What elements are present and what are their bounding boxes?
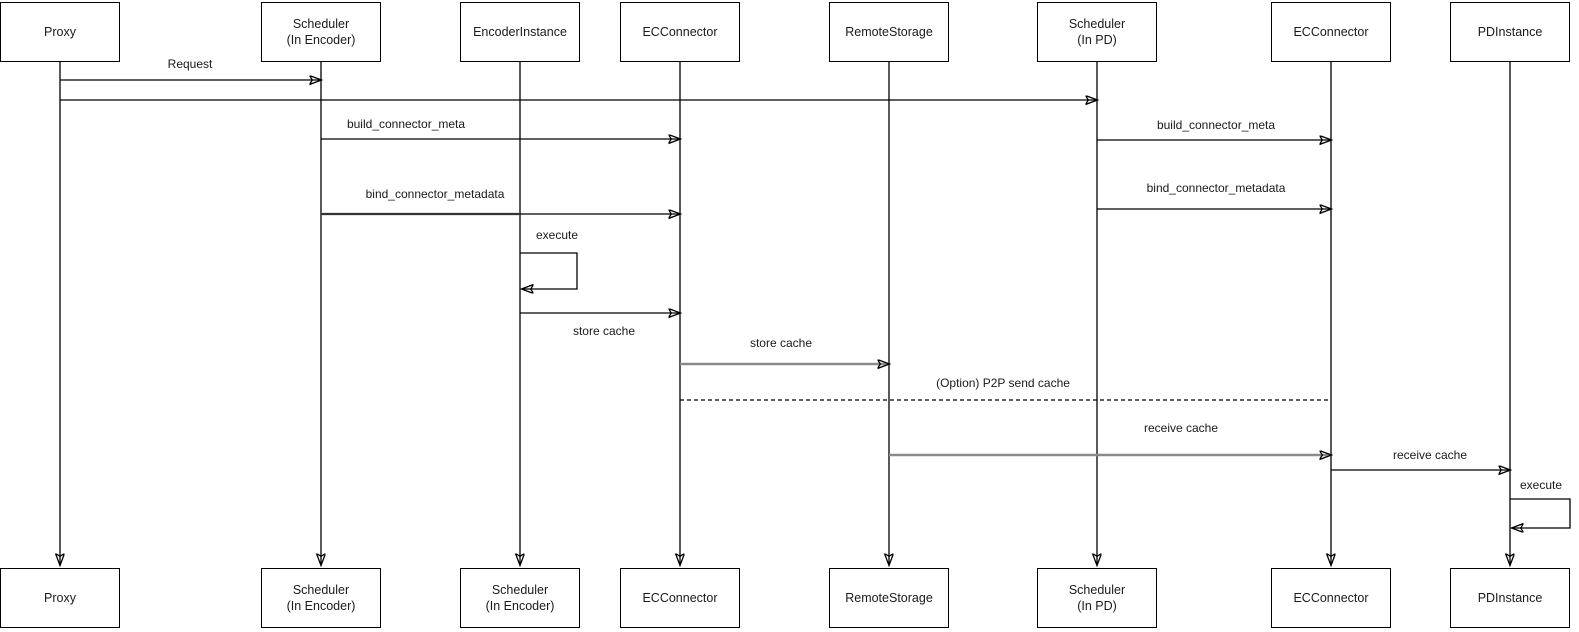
message-label-execute-encoder: execute <box>535 228 579 242</box>
actor-box-bottom-ecconnector-pd: ECConnector <box>1271 568 1391 628</box>
actor-label: ECConnector <box>1293 590 1369 605</box>
actor-box-bottom-scheduler-encoder: Scheduler (In Encoder) <box>261 568 381 628</box>
actor-box-bottom-remotestorage: RemoteStorage <box>829 568 949 628</box>
message-label-build-connector-meta-right: build_connector_meta <box>1156 118 1276 132</box>
actor-label: Scheduler <box>1068 16 1126 31</box>
self-loop-execute-pdinstance <box>1510 498 1571 528</box>
actor-box-top-scheduler-pd: Scheduler (In PD) <box>1037 2 1157 62</box>
self-loop-execute-encoder <box>520 252 578 289</box>
actor-label: EncoderInstance <box>473 24 567 39</box>
actor-label: Scheduler <box>292 582 350 597</box>
message-label-store-cache-remotestorage: store cache <box>749 336 813 350</box>
actor-box-bottom-ecconnector-encoder: ECConnector <box>620 568 740 628</box>
actor-label: PDInstance <box>1477 590 1543 605</box>
actor-box-top-scheduler-encoder: Scheduler (In Encoder) <box>261 2 381 62</box>
actor-label: Proxy <box>44 24 76 39</box>
actor-box-bottom-scheduler-encoder-2: Scheduler (In Encoder) <box>460 568 580 628</box>
actor-label: ECConnector <box>642 590 718 605</box>
actor-label: Scheduler <box>1068 582 1126 597</box>
message-label-bind-connector-metadata-right: bind_connector_metadata <box>1146 181 1286 195</box>
actor-sublabel: (In PD) <box>1077 33 1117 47</box>
actor-label: Scheduler <box>491 582 549 597</box>
actor-sublabel: (In Encoder) <box>286 33 356 47</box>
actor-box-bottom-proxy: Proxy <box>0 568 120 628</box>
message-label-request: Request <box>167 57 213 71</box>
actor-box-bottom-scheduler-pd: Scheduler (In PD) <box>1037 568 1157 628</box>
message-label-receive-cache-right: receive cache <box>1392 448 1468 462</box>
message-label-receive-cache-left: receive cache <box>1143 421 1219 435</box>
actor-box-top-pdinstance: PDInstance <box>1450 2 1570 62</box>
message-label-execute-pdinstance: execute <box>1519 478 1563 492</box>
actor-box-top-proxy: Proxy <box>0 2 120 62</box>
actor-box-bottom-pdinstance: PDInstance <box>1450 568 1570 628</box>
actor-sublabel: (In Encoder) <box>286 599 356 613</box>
actor-box-top-ecconnector-encoder: ECConnector <box>620 2 740 62</box>
actor-box-top-ecconnector-pd: ECConnector <box>1271 2 1391 62</box>
actor-label: Scheduler <box>292 16 350 31</box>
message-label-store-cache-below: store cache <box>572 324 636 338</box>
actor-sublabel: (In Encoder) <box>485 599 555 613</box>
message-label-build-connector-meta-left: build_connector_meta <box>346 117 466 131</box>
message-label-option-p2p-send-cache: (Option) P2P send cache <box>936 376 1070 390</box>
actor-label: RemoteStorage <box>845 24 933 39</box>
actor-label: ECConnector <box>642 24 718 39</box>
actor-label: RemoteStorage <box>845 590 933 605</box>
actor-label: ECConnector <box>1293 24 1369 39</box>
actor-sublabel: (In PD) <box>1077 599 1117 613</box>
actor-box-top-encoder-instance: EncoderInstance <box>460 2 580 62</box>
actor-label: PDInstance <box>1477 24 1543 39</box>
actor-box-top-remotestorage: RemoteStorage <box>829 2 949 62</box>
actor-label: Proxy <box>44 590 76 605</box>
message-label-bind-connector-metadata-left: bind_connector_metadata <box>365 187 505 201</box>
